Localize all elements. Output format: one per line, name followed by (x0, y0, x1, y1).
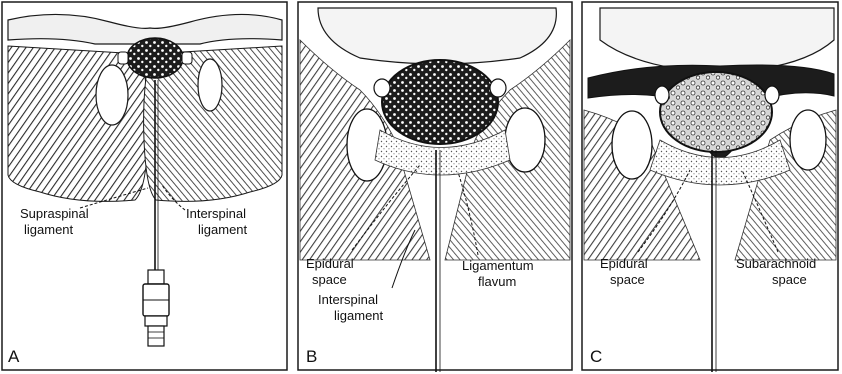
panel-b-label-interspinal-line1: Interspinal (318, 292, 378, 307)
panel-b-label-epidural-line1: Epidural (306, 256, 354, 271)
panel-a-label-interspinal-line2: ligament (198, 222, 248, 237)
panel-a-lamina-right (198, 59, 222, 111)
panel-a-letter: A (8, 347, 20, 366)
panel-c: Epidural space Subarachnoid space C (582, 2, 838, 372)
panel-a-label-supraspinal-line1: Supraspinal (20, 206, 89, 221)
panel-c-nerve-root-right (765, 86, 779, 104)
panel-b-label-epidural-line2: space (312, 272, 347, 287)
panel-a-muscle-left (8, 46, 148, 201)
panel-c-lamina-left (612, 111, 652, 179)
panel-a-nerve-root-right (182, 52, 192, 64)
panel-b-lamina-right (505, 108, 545, 172)
panel-c-spinal-cord (660, 72, 772, 152)
panel-a: Supraspinal ligament Interspinal ligamen… (2, 2, 287, 370)
panel-b-nerve-root-left (374, 79, 390, 97)
panel-b-nerve-root-right (490, 79, 506, 97)
panel-b-vertebral-body (318, 8, 556, 64)
panel-c-label-subarachnoid-line2: space (772, 272, 807, 287)
panel-b-label-interspinal-line2: ligament (334, 308, 384, 323)
panel-a-label-interspinal-line1: Interspinal (186, 206, 246, 221)
panel-a-label-supraspinal-line2: ligament (24, 222, 74, 237)
panel-b-spinal-cord (382, 60, 498, 144)
panel-c-lamina-right (790, 110, 826, 170)
panel-b-label-flavum-line1: Ligamentum (462, 258, 534, 273)
panel-b: Epidural space Interspinal ligament Liga… (298, 2, 572, 372)
panel-c-label-epidural-line2: space (610, 272, 645, 287)
panel-a-lamina-left (96, 65, 128, 125)
panel-c-label-epidural-line1: Epidural (600, 256, 648, 271)
panel-b-label-flavum-line2: flavum (478, 274, 516, 289)
panel-c-label-subarachnoid-line1: Subarachnoid (736, 256, 816, 271)
panel-c-nerve-root-left (655, 86, 669, 104)
panel-c-letter: C (590, 347, 602, 366)
panel-a-nerve-root-left (118, 52, 128, 64)
panel-b-letter: B (306, 347, 317, 366)
panel-a-spinal-cord (127, 38, 183, 78)
